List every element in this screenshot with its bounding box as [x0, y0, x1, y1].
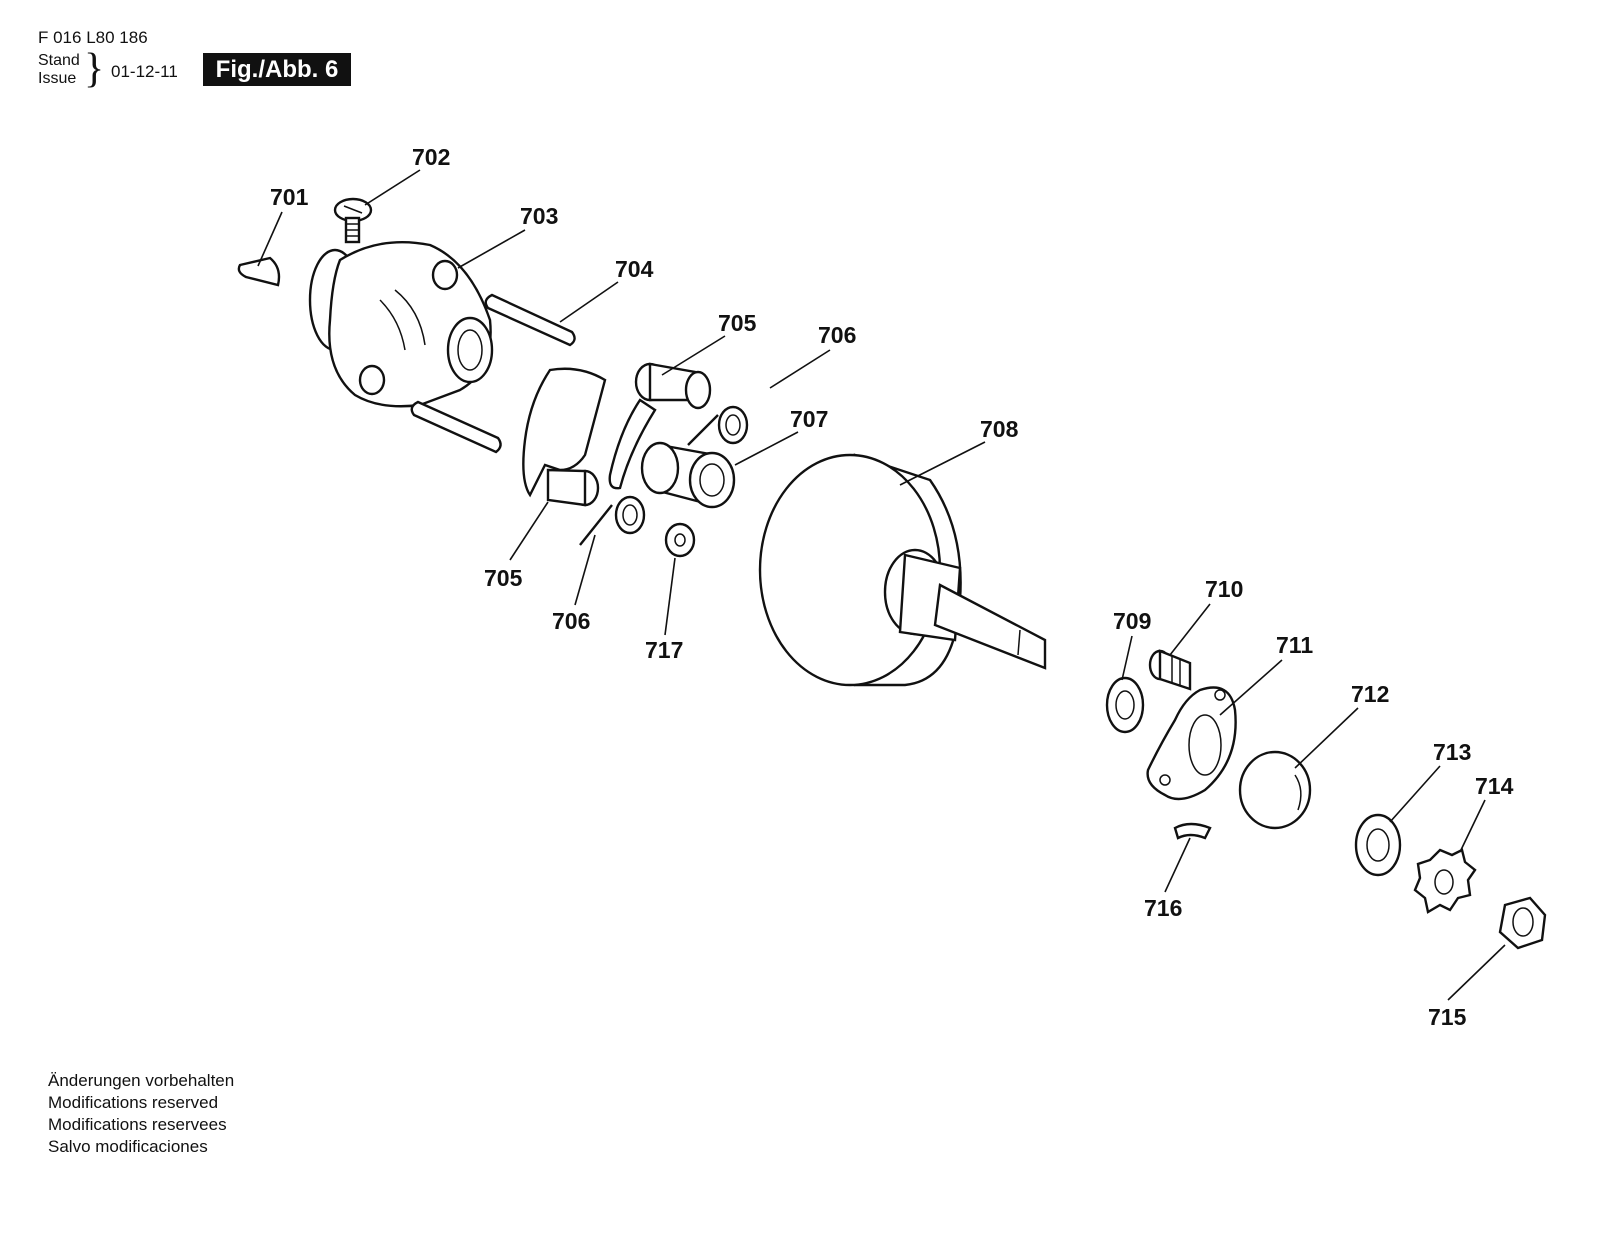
callout-713: 713	[1433, 739, 1471, 765]
brace-glyph: }	[84, 46, 105, 92]
callout-703: 703	[520, 203, 558, 229]
part-716-key	[1173, 822, 1212, 840]
leader-lines	[257, 169, 1506, 1001]
callout-712: 712	[1351, 681, 1389, 707]
part-708-clutch-drum	[758, 453, 1047, 687]
callout-716: 716	[1144, 895, 1182, 921]
part-704-pins	[410, 293, 576, 454]
part-705-arm-right	[608, 362, 712, 490]
callout-701: 701	[270, 184, 309, 210]
callout-704: 704	[615, 256, 654, 282]
part-707-sleeve	[640, 441, 736, 509]
footer-line-en: Modifications reserved	[48, 1093, 219, 1112]
callout-706-upper: 706	[818, 322, 856, 348]
callout-706-lower: 706	[552, 608, 590, 634]
callout-708: 708	[980, 416, 1019, 442]
part-715-nut	[1498, 896, 1547, 950]
callout-711: 711	[1276, 632, 1313, 658]
modifications-footer: Änderungen vorbehalten Modifications res…	[48, 1070, 234, 1158]
callout-710: 710	[1205, 576, 1243, 602]
callout-709: 709	[1113, 608, 1151, 634]
issue-date: 01-12-11	[111, 62, 178, 81]
part-709-ring	[1105, 676, 1145, 734]
part-705-segment-left	[522, 367, 607, 507]
figure-badge: Fig./Abb. 6	[203, 53, 351, 86]
callout-717: 717	[645, 637, 683, 663]
callout-707: 707	[790, 406, 828, 432]
footer-line-fr: Modifications reservees	[48, 1115, 227, 1134]
callout-numbers: 701 702 703 704 705 706 707 708 705 706 …	[270, 144, 1514, 1030]
part-711-bracket	[1146, 686, 1237, 801]
callout-705-upper: 705	[718, 310, 757, 336]
footer-line-es: Salvo modificaciones	[48, 1137, 208, 1156]
part-702-screw	[333, 197, 373, 244]
part-701-key	[237, 256, 281, 287]
stand-label: Stand	[38, 52, 80, 69]
callout-702: 702	[412, 144, 450, 170]
callout-715: 715	[1428, 1004, 1467, 1030]
footer-line-de: Änderungen vorbehalten	[48, 1071, 235, 1090]
part-706-spring-lower	[579, 495, 646, 546]
part-710-pin	[1148, 649, 1192, 691]
part-713-washer	[1354, 813, 1402, 877]
callout-705-lower: 705	[484, 565, 523, 591]
callout-714: 714	[1475, 773, 1514, 799]
part-706-spring-upper	[687, 405, 749, 446]
part-712-bearing-ball	[1238, 750, 1312, 830]
part-717-washer	[664, 522, 696, 558]
part-703-housing	[308, 240, 494, 408]
issue-label: Issue	[38, 70, 77, 87]
document-number: F 016 L80 186	[38, 28, 148, 47]
part-714-star-washer	[1413, 848, 1477, 914]
stand-issue-label: Stand Issue	[38, 52, 80, 88]
